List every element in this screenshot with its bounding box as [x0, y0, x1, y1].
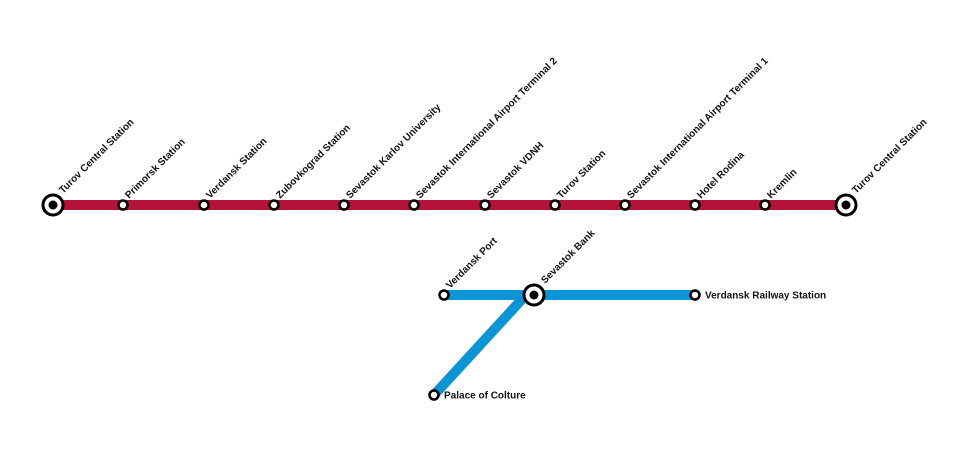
station-label: Turov Central Station	[57, 117, 136, 196]
station-marker	[198, 199, 210, 211]
interchange-core	[841, 200, 851, 210]
station-verdansk-port[interactable]: Verdansk Port	[438, 235, 501, 301]
station-label: Sevastok VDNH	[485, 140, 546, 201]
station-label: Sevastok Bank	[539, 228, 597, 286]
station-marker	[549, 199, 561, 211]
station-verdansk-railway[interactable]: Verdansk Railway Station	[689, 289, 827, 302]
station-label: Hotel Rodina	[695, 149, 747, 201]
station-label: Verdansk Station	[204, 136, 269, 201]
station-label: Primorsk Station	[123, 137, 187, 201]
station-sevastok-airport-t2[interactable]: Sevastok International Airport Terminal …	[408, 56, 560, 211]
station-marker	[689, 199, 701, 211]
station-label: Verdansk Port	[444, 235, 500, 291]
station-marker	[689, 289, 701, 301]
station-marker	[408, 199, 420, 211]
blue-line	[429, 290, 695, 400]
station-sevastok-airport-t1[interactable]: Sevastok International Airport Terminal …	[619, 56, 771, 211]
station-palace-of-colture[interactable]: Palace of Colture	[428, 389, 527, 402]
station-marker	[428, 389, 440, 401]
station-turov-central-east[interactable]: Turov Central Station	[834, 117, 929, 217]
station-sevastok-vdnh[interactable]: Sevastok VDNH	[479, 140, 547, 211]
station-marker	[759, 199, 771, 211]
red-line-stations: Turov Central Station Primorsk Station V…	[41, 56, 929, 217]
interchange-core	[529, 290, 539, 300]
station-marker	[117, 199, 129, 211]
station-label: Sevastok International Airport Terminal …	[414, 56, 560, 202]
station-label: Sevastok International Airport Terminal …	[625, 56, 771, 202]
station-label: Turov Central Station	[850, 117, 929, 196]
station-zubovkograd[interactable]: Zubovkograd Station	[268, 123, 353, 211]
station-label: Zubovkograd Station	[274, 123, 352, 201]
station-marker	[338, 199, 350, 211]
station-label: Turov Station	[555, 148, 608, 201]
station-verdansk[interactable]: Verdansk Station	[198, 136, 270, 211]
blue-line-stations: Verdansk Port Sevastok Bank Verdansk Rai…	[428, 228, 827, 402]
station-marker	[479, 199, 491, 211]
station-marker	[438, 289, 450, 301]
station-label: Palace of Colture	[444, 391, 526, 402]
interchange-core	[48, 200, 58, 210]
station-primorsk[interactable]: Primorsk Station	[117, 137, 188, 211]
station-label: Verdansk Railway Station	[705, 291, 826, 302]
station-label: Kremlin	[765, 167, 799, 201]
station-marker	[619, 199, 631, 211]
blue-line-track-branch	[429, 292, 529, 400]
station-marker	[268, 199, 280, 211]
